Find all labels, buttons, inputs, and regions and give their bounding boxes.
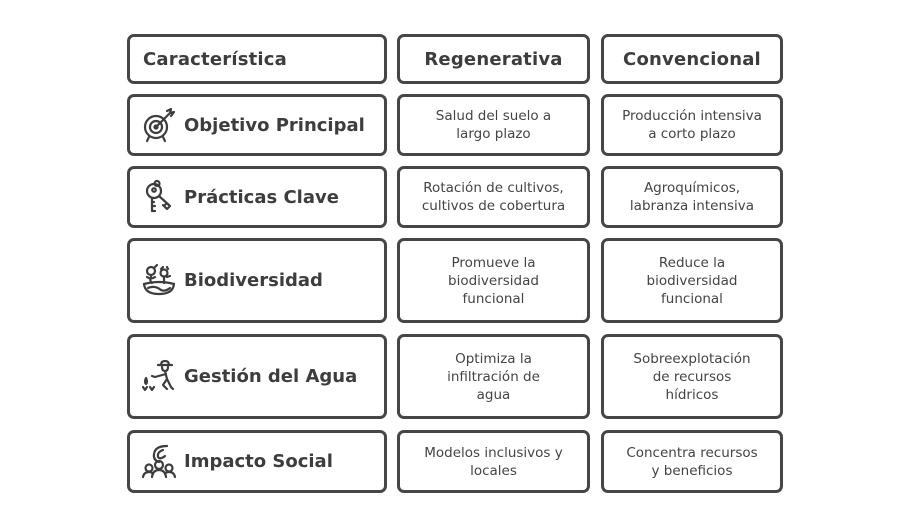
header-regenerativa: Regenerativa (397, 34, 590, 84)
cell-line: biodiversidad (646, 272, 738, 289)
header-caracteristica: Característica (127, 34, 387, 84)
cell-regenerativa-biodiversidad: Promueve la biodiversidad funcional (397, 238, 590, 323)
cell-line: a corto plazo (648, 126, 736, 142)
row-label-practicas-clave: Prácticas Clave (127, 166, 387, 228)
cell-line: funcional (661, 290, 723, 307)
row-label-text: Prácticas Clave (184, 186, 339, 208)
row-label-gestion-agua: Gestión del Agua (127, 334, 387, 419)
cell-convencional-practicas: Agroquímicos, labranza intensiva (601, 166, 783, 228)
row-label-text: Gestión del Agua (184, 366, 358, 387)
cell-line: locales (470, 462, 517, 479)
header-caracteristica-label: Característica (143, 48, 288, 70)
header-convencional-label: Convencional (623, 48, 761, 70)
row-label-text: Objetivo Principal (184, 114, 365, 136)
cell-convencional-biodiversidad: Reduce la biodiversidad funcional (601, 238, 783, 323)
cell-regenerativa-social: Modelos inclusivos y locales (397, 430, 590, 493)
cell-line: infiltración de (447, 368, 540, 385)
cell-line: Producción intensiva (622, 108, 762, 124)
cell-line: Rotación de cultivos, (423, 180, 564, 196)
cell-line: Optimiza la (455, 350, 532, 367)
keys-icon (140, 178, 178, 216)
community-people-icon (140, 443, 178, 481)
cell-line: Concentra recursos (626, 444, 758, 461)
cell-regenerativa-practicas: Rotación de cultivos, cultivos de cobert… (397, 166, 590, 228)
cell-line: Reduce la (658, 254, 726, 271)
cell-convencional-agua: Sobreexplotación de recursos hídricos (601, 334, 783, 419)
cell-line: largo plazo (456, 126, 531, 142)
cell-line: Agroquímicos, (643, 180, 741, 196)
cell-line: Salud del suelo a (435, 108, 552, 124)
row-label-text: Biodiversidad (184, 270, 323, 291)
cell-line: cultivos de cobertura (421, 198, 566, 214)
cell-line: Promueve la (451, 254, 536, 271)
row-label-objetivo-principal: Objetivo Principal (127, 94, 387, 156)
header-convencional: Convencional (601, 34, 783, 84)
cell-line: hídricos (665, 386, 719, 403)
cell-convencional-objetivo: Producción intensiva a corto plazo (601, 94, 783, 156)
cell-regenerativa-agua: Optimiza la infiltración de agua (397, 334, 590, 419)
target-arrow-icon (140, 106, 178, 144)
cell-convencional-social: Concentra recursos y beneficios (601, 430, 783, 493)
row-label-text: Impacto Social (184, 451, 333, 472)
row-label-biodiversidad: Biodiversidad (127, 238, 387, 323)
header-regenerativa-label: Regenerativa (424, 48, 563, 70)
cell-line: funcional (462, 290, 525, 307)
row-label-impacto-social: Impacto Social (127, 430, 387, 493)
farmer-watering-icon (140, 358, 178, 396)
cell-line: de recursos (652, 368, 732, 385)
cell-line: Sobreexplotación (633, 350, 751, 367)
cell-regenerativa-objetivo: Salud del suelo a largo plazo (397, 94, 590, 156)
cell-line: Modelos inclusivos y (424, 444, 563, 461)
cell-line: y beneficios (651, 462, 733, 479)
cell-line: biodiversidad (448, 272, 539, 289)
cell-line: labranza intensiva (629, 198, 755, 214)
ecosystem-bowl-icon (140, 262, 178, 300)
cell-line: agua (476, 386, 511, 403)
